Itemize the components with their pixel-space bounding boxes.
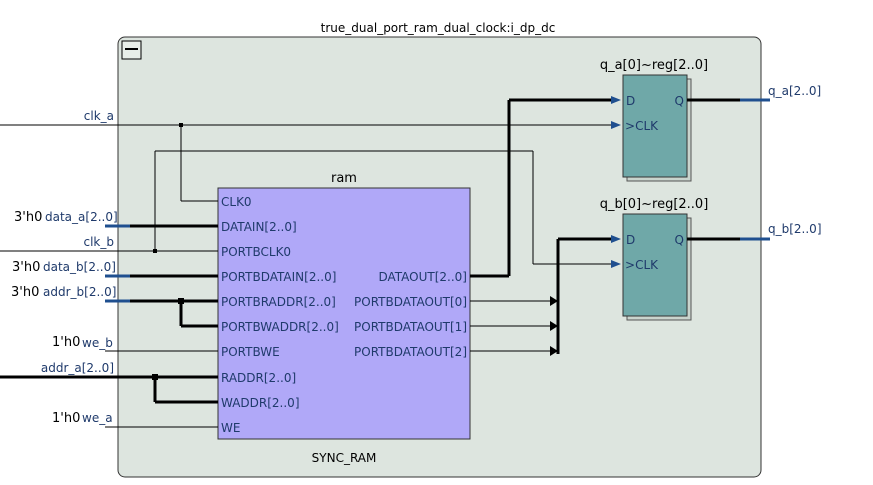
const-data-b: 3'h0 (12, 260, 40, 275)
port-portbwe: PORTBWE (221, 345, 280, 359)
port-portbdataout-0: PORTBDATAOUT[0] (354, 295, 467, 309)
reg-b-clk: >CLK (625, 258, 659, 272)
ram-right-ports: DATAOUT[2..0] PORTBDATAOUT[0] PORTBDATAO… (354, 270, 467, 359)
const-we-a: 1'h0 (52, 411, 80, 426)
container-title: true_dual_port_ram_dual_clock:i_dp_dc (321, 21, 556, 35)
port-portbclk0: PORTBCLK0 (221, 245, 291, 259)
signal-addr-a: addr_a[2..0] (41, 361, 114, 375)
wire-addr-b[interactable] (105, 298, 218, 328)
signal-clk-a: clk_a (84, 109, 114, 123)
ram-type-label: SYNC_RAM (312, 451, 377, 465)
port-raddr: RADDR[2..0] (221, 371, 296, 385)
port-we: WE (221, 421, 240, 435)
wire-addr-a[interactable] (0, 374, 218, 404)
signal-data-b: data_b[2..0] (43, 260, 116, 274)
reg-a-block[interactable] (622, 74, 688, 178)
reg-b-q: Q (675, 233, 684, 247)
reg-b-name: q_b[0]~reg[2..0] (600, 197, 709, 212)
wire-portbdataout[interactable] (470, 235, 621, 356)
signal-clk-b: clk_b (84, 235, 115, 249)
wire-clk-b[interactable] (0, 150, 621, 268)
reg-a-clk: >CLK (625, 119, 659, 133)
reg-a-name: q_a[0]~reg[2..0] (600, 58, 708, 73)
signal-data-a: data_a[2..0] (45, 210, 118, 224)
const-data-a: 3'h0 (14, 210, 42, 225)
const-we-b: 1'h0 (52, 335, 80, 350)
signal-q-a: q_a[2..0] (768, 84, 821, 98)
port-portbdatain: PORTBDATAIN[2..0] (221, 270, 336, 284)
ram-block[interactable] (217, 187, 471, 440)
port-waddr: WADDR[2..0] (221, 396, 300, 410)
reg-a-q: Q (675, 94, 684, 108)
reg-a-d: D (626, 94, 635, 108)
signal-we-b: we_b (82, 336, 113, 350)
ram-name: ram (331, 171, 357, 186)
port-dataout: DATAOUT[2..0] (378, 270, 467, 284)
collapse-button[interactable] (121, 40, 142, 60)
const-addr-b: 3'h0 (11, 285, 39, 300)
reg-b-d: D (626, 233, 635, 247)
port-portbdataout-1: PORTBDATAOUT[1] (354, 320, 467, 334)
port-datain: DATAIN[2..0] (221, 220, 297, 234)
signal-addr-b: addr_b[2..0] (43, 285, 116, 299)
ram-left-ports: CLK0 DATAIN[2..0] PORTBCLK0 PORTBDATAIN[… (221, 195, 339, 435)
reg-b-block[interactable] (622, 213, 688, 317)
signal-q-b: q_b[2..0] (768, 222, 822, 236)
port-clk0: CLK0 (221, 195, 252, 209)
port-portbwaddr: PORTBWADDR[2..0] (221, 320, 339, 334)
wire-dataout[interactable] (470, 96, 621, 278)
port-portbdataout-2: PORTBDATAOUT[2] (354, 345, 467, 359)
port-portbraddr: PORTBRADDR[2..0] (221, 295, 336, 309)
signal-we-a: we_a (82, 411, 113, 425)
